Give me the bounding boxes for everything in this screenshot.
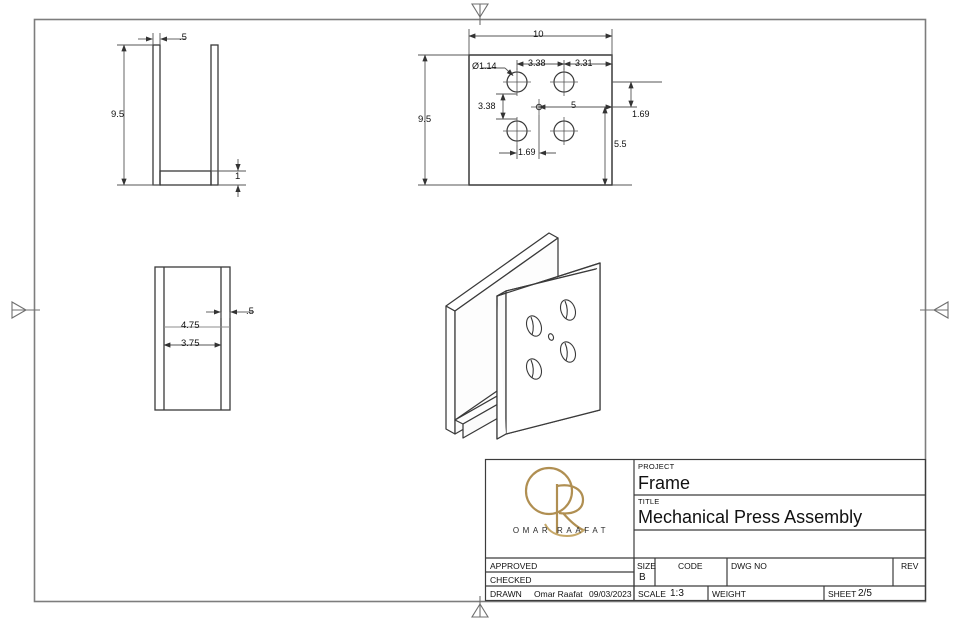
top-view-geometry <box>154 266 231 411</box>
dim-text-front-height: 9.5 <box>111 109 125 120</box>
dim-text-plate-height: 9.5 <box>418 114 432 125</box>
dim-wall-thickness-top <box>206 309 254 318</box>
dim-hole-y1 <box>496 93 517 120</box>
weight-label: WEIGHT <box>712 589 746 599</box>
centering-mark-right <box>920 301 949 319</box>
dim-text-front-wall-thickness: .5 <box>179 32 187 43</box>
size-value[interactable]: B <box>639 572 646 583</box>
drawn-label: DRAWN <box>490 589 522 599</box>
centering-mark-top <box>471 3 489 25</box>
dim-base-thickness-front <box>211 159 246 197</box>
dim-text-hole-diameter: Ø1.14 <box>472 61 497 71</box>
dim-text-hole-x3: 1.69 <box>518 147 536 157</box>
logo-brand-text: OMAR RAAFAT <box>512 526 610 535</box>
dim-text-center-offset-x: 5 <box>571 100 577 110</box>
company-logo: OMAR RAAFAT <box>487 462 635 554</box>
dim-text-hole-x2: 3.31 <box>575 58 593 68</box>
dim-text-top-wall-thickness: .5 <box>246 306 254 317</box>
title-value[interactable]: Mechanical Press Assembly <box>638 507 863 527</box>
drawn-by-value[interactable]: Omar Raafat <box>534 589 583 599</box>
front-section-geometry <box>152 44 219 186</box>
plate-holes <box>503 68 578 145</box>
isometric-holes <box>525 299 577 380</box>
project-label: PROJECT <box>638 462 675 471</box>
drawn-date-value[interactable]: 09/03/2023 <box>589 589 632 599</box>
dim-text-hole-y1: 3.38 <box>478 101 496 111</box>
dim-text-front-base-thickness: 1 <box>235 171 241 182</box>
approved-label: APPROVED <box>490 561 538 571</box>
checked-label: CHECKED <box>490 575 532 585</box>
code-label: CODE <box>678 561 703 571</box>
dim-hole-x3 <box>499 115 556 159</box>
dim-text-plate-width: 10 <box>533 29 544 40</box>
logo-monogram-icon <box>524 466 586 538</box>
dim-text-top-inner-width: 3.75 <box>181 338 200 349</box>
title-label: TITLE <box>638 497 660 506</box>
dim-text-bottom-offset: 5.5 <box>614 139 627 149</box>
dim-text-hole-x1: 3.38 <box>528 58 546 68</box>
centering-mark-bottom <box>471 596 489 618</box>
dim-hole-diameter-leader <box>482 67 514 76</box>
dim-center-offset-y <box>612 81 662 108</box>
sheet-value[interactable]: 2/5 <box>858 588 872 599</box>
scale-value[interactable]: 1:3 <box>670 588 684 599</box>
sheet-label: SHEET <box>828 589 857 599</box>
dim-hole-x2 <box>563 55 613 67</box>
size-label: SIZE <box>637 561 656 571</box>
rev-label: REV <box>901 561 919 571</box>
dim-bottom-offset <box>602 106 632 186</box>
isometric-geometry <box>445 232 601 440</box>
scale-label: SCALE <box>638 589 666 599</box>
dim-text-center-offset-y: 1.69 <box>632 109 650 119</box>
dim-height-front <box>117 44 160 186</box>
dim-plate-width <box>468 29 613 55</box>
centering-mark-left <box>11 301 40 319</box>
dwg-no-label: DWG NO <box>731 561 767 571</box>
project-value[interactable]: Frame <box>638 473 691 493</box>
title-block-frame <box>484 458 927 602</box>
dim-text-top-width: 4.75 <box>181 320 200 331</box>
dim-wall-thickness-front <box>138 33 186 45</box>
dim-plate-height <box>418 54 469 186</box>
plate-geometry <box>468 54 613 186</box>
